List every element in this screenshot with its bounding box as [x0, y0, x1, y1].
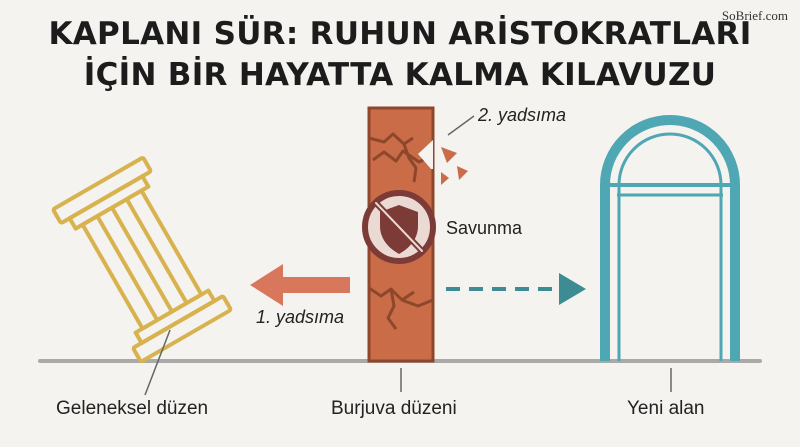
label-traditional-order: Geleneksel düzen: [56, 398, 209, 419]
fallen-column-icon: [51, 156, 233, 364]
arch-doorway-icon: [600, 115, 740, 361]
label-new-space: Yeni alan: [627, 398, 705, 419]
label-defense: Savunma: [446, 218, 523, 238]
arrow-first-negation: [250, 264, 350, 306]
arrow-new-space: [446, 273, 586, 305]
title-line-1: KAPLANI SÜR: RUHUN ARİSTOKRATLARI: [48, 16, 752, 52]
label-first-negation: 1. yadsıma: [256, 307, 345, 327]
crossed-shield-icon: [362, 190, 436, 264]
label-bourgeois-order: Burjuva düzeni: [331, 398, 457, 419]
leader-traditional: [144, 329, 171, 396]
title-line-2: İÇİN BİR HAYATTA KALMA KILAVUZU: [83, 57, 717, 93]
label-second-negation: 2. yadsıma: [478, 105, 567, 125]
page-title: KAPLANI SÜR: RUHUN ARİSTOKRATLARI İÇİN B…: [0, 14, 800, 96]
brand-logo: SoBrief.com: [721, 8, 788, 23]
